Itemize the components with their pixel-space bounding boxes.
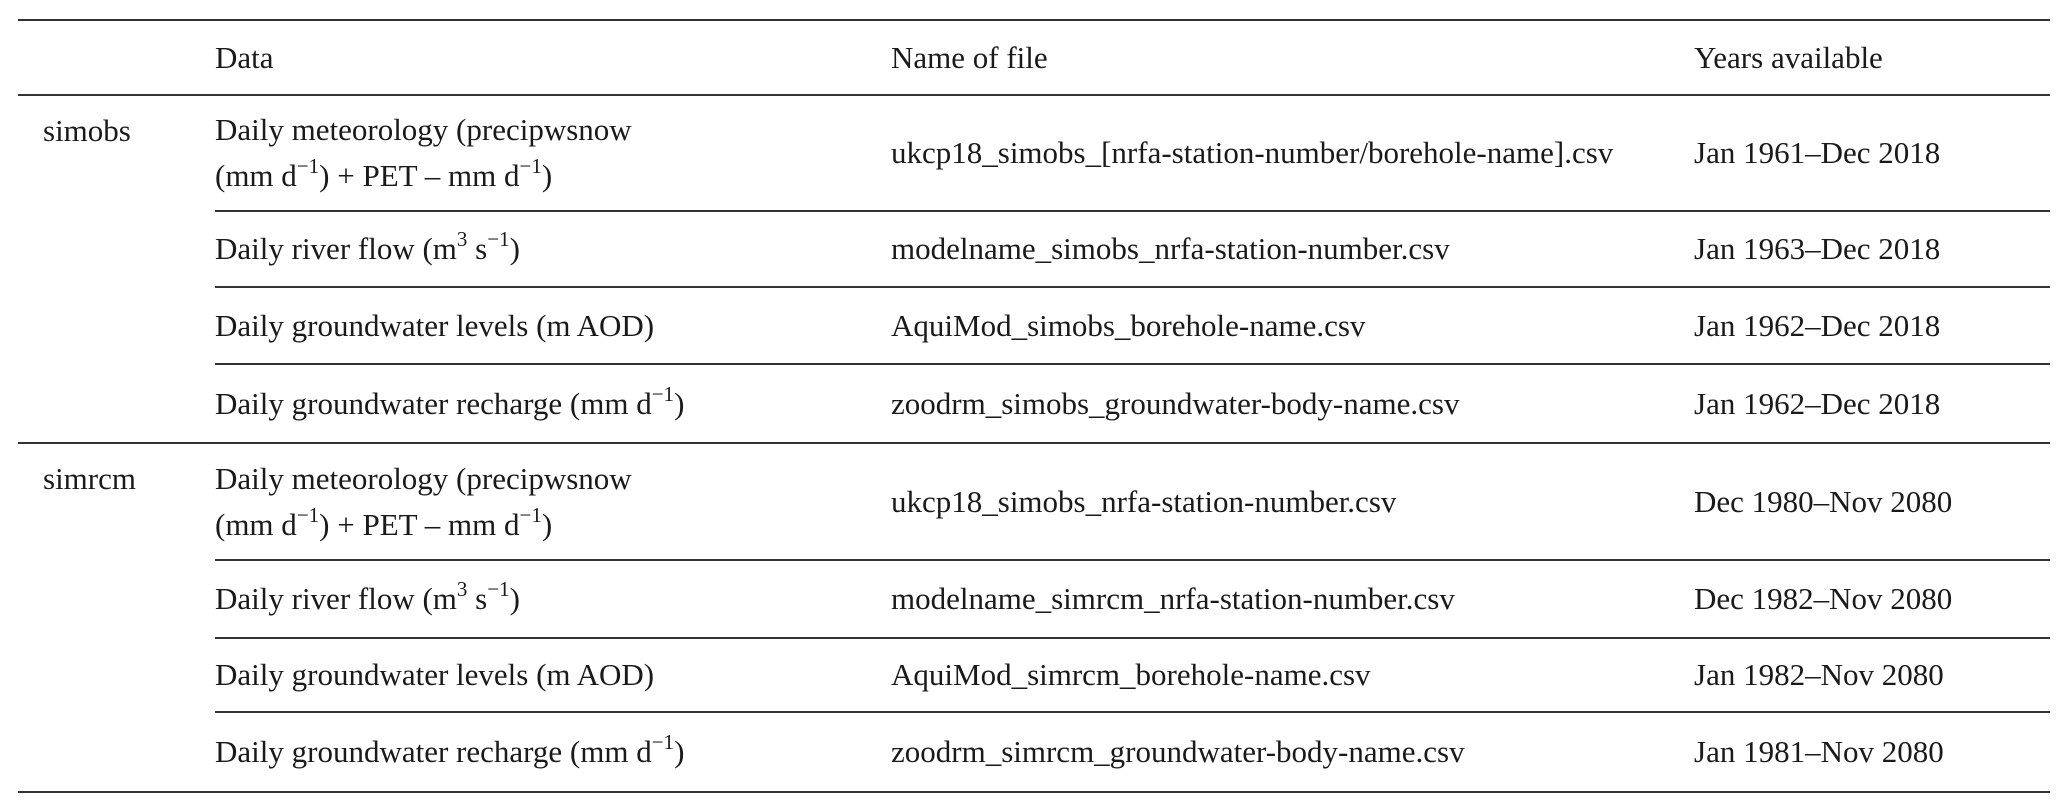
data-text: Daily groundwater levels (m AOD) bbox=[215, 307, 655, 343]
unit-exponent: 3 bbox=[456, 577, 468, 601]
group-label: simrcm bbox=[43, 461, 136, 496]
file-name-cell: zoodrm_simobs_groundwater-body-name.csv bbox=[891, 363, 1694, 443]
file-name-cell: ukcp18_simobs_nrfa-station-number.csv bbox=[891, 483, 1397, 519]
column-header: Data bbox=[215, 39, 274, 75]
file-name-cell: modelname_simobs_nrfa-station-number.csv bbox=[891, 210, 1694, 287]
years-cell: Jan 1961–Dec 2018 bbox=[1694, 135, 1941, 170]
data-text: s bbox=[467, 231, 488, 266]
data-cell: Daily groundwater levels (m AOD) bbox=[215, 286, 891, 364]
unit-exponent: −1 bbox=[487, 577, 510, 601]
table-row: Daily river flow (m3 s−1)modelname_simob… bbox=[18, 210, 2050, 287]
data-cell: Daily meteorology (precipwsnow(mm d−1) +… bbox=[215, 95, 891, 211]
data-text: ) + PET – mm d bbox=[319, 158, 520, 193]
unit-exponent: −1 bbox=[296, 154, 320, 178]
table-row: Daily groundwater recharge (mm d−1)zoodr… bbox=[18, 711, 2050, 792]
data-text: (mm d bbox=[215, 158, 297, 193]
data-cell: Daily groundwater levels (m AOD) bbox=[215, 637, 891, 712]
unit-exponent: −1 bbox=[296, 502, 320, 527]
data-cell: Daily river flow (m3 s−1) bbox=[215, 210, 891, 287]
unit-exponent: −1 bbox=[519, 154, 542, 178]
data-text: Daily river flow (m bbox=[215, 581, 457, 616]
unit-exponent: −1 bbox=[487, 227, 510, 251]
data-text: s bbox=[467, 581, 488, 616]
data-text: Daily river flow (m bbox=[215, 231, 457, 266]
data-text: ) bbox=[509, 581, 520, 616]
data-cell: Daily meteorology (precipwsnow(mm d−1) +… bbox=[215, 443, 891, 560]
column-header bbox=[18, 20, 215, 95]
years-cell: Jan 1982–Nov 2080 bbox=[1694, 637, 2050, 712]
column-header: Name of file bbox=[891, 39, 1048, 75]
file-name-cell: AquiMod_simobs_borehole-name.csv bbox=[891, 286, 1694, 364]
data-text: Daily groundwater levels (m AOD) bbox=[215, 657, 655, 692]
unit-exponent: −1 bbox=[519, 502, 542, 527]
file-name-cell: zoodrm_simrcm_groundwater-body-name.csv bbox=[891, 711, 1694, 792]
years-cell: Jan 1962–Dec 2018 bbox=[1694, 363, 2050, 443]
years-cell: Jan 1981–Nov 2080 bbox=[1694, 711, 2050, 792]
data-text: Daily groundwater recharge (mm d bbox=[215, 385, 652, 421]
file-name-cell: modelname_simrcm_nrfa-station-number.csv bbox=[891, 559, 1694, 638]
data-cell: Daily groundwater recharge (mm d−1) bbox=[215, 711, 891, 792]
table-row: Daily groundwater levels (m AOD) AquiMod_… bbox=[18, 286, 2050, 364]
header-row: Data Name of file Years available bbox=[18, 20, 2050, 95]
table-row: Daily groundwater recharge (mm d−1)zoodr… bbox=[18, 363, 2050, 443]
file-name-cell: ukcp18_simobs_[nrfa-station-number/boreh… bbox=[891, 135, 1614, 170]
data-text: Daily meteorology (precipwsnow bbox=[215, 460, 632, 496]
table-row: simrcm Daily meteorology (precipwsnow (mm … bbox=[18, 443, 2050, 560]
file-name-cell: AquiMod_simrcm_borehole-name.csv bbox=[891, 637, 1694, 712]
table-row: Daily river flow (m3 s−1)modelname_simrc… bbox=[18, 559, 2050, 638]
years-cell: Jan 1963–Dec 2018 bbox=[1694, 210, 2050, 287]
unit-exponent: 3 bbox=[456, 227, 468, 251]
unit-exponent: −1 bbox=[651, 381, 675, 406]
years-cell: Dec 1980–Nov 2080 bbox=[1694, 483, 1953, 519]
table-row: simobs Daily meteorology (precipwsnow (mm … bbox=[18, 95, 2050, 211]
data-cell: Daily river flow (m3 s−1) bbox=[215, 559, 891, 638]
data-text: Daily meteorology (precipwsnow bbox=[215, 112, 632, 147]
column-header: Years available bbox=[1694, 39, 1883, 75]
data-text: (mm d bbox=[215, 506, 297, 542]
data-text: ) + PET – mm d bbox=[319, 506, 520, 542]
data-text: ) bbox=[674, 385, 685, 421]
years-cell: Dec 1982–Nov 2080 bbox=[1694, 559, 2050, 638]
years-cell: Jan 1962–Dec 2018 bbox=[1694, 286, 2050, 364]
data-text: ) bbox=[509, 231, 520, 266]
unit-exponent: −1 bbox=[651, 730, 675, 754]
data-text: ) bbox=[541, 506, 553, 542]
table-row: Daily groundwater levels (m AOD) AquiMod_… bbox=[18, 637, 2050, 712]
data-cell: Daily groundwater recharge (mm d−1) bbox=[215, 363, 891, 443]
data-text: ) bbox=[674, 734, 685, 769]
data-text: Daily groundwater recharge (mm d bbox=[215, 734, 652, 769]
group-label: simobs bbox=[43, 113, 131, 148]
data-text: ) bbox=[541, 158, 553, 193]
